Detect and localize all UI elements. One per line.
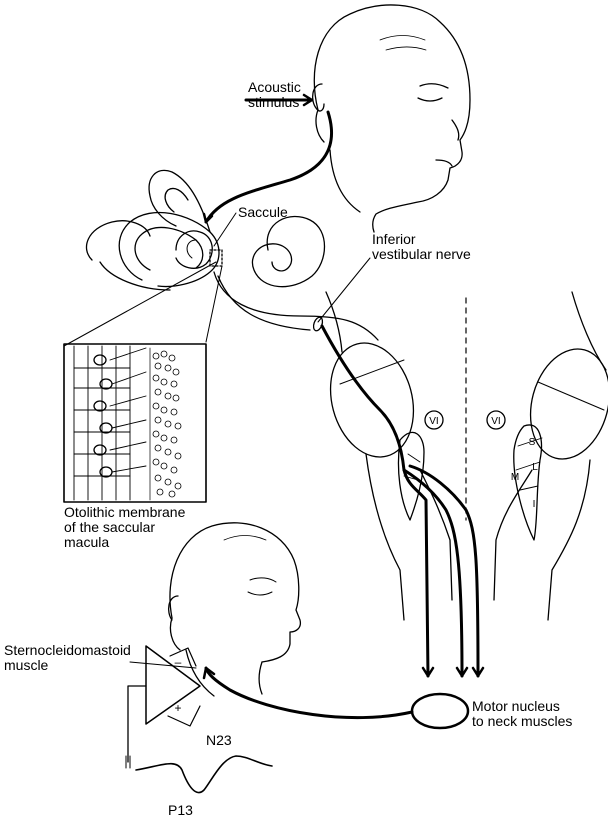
nucleus-i-label: I: [533, 499, 536, 510]
vi-left-label: VI: [429, 416, 438, 427]
inferior-vestibular-nerve-label: Inferior vestibular nerve: [372, 232, 471, 262]
lower-head-illustration: [169, 523, 301, 696]
vestibulospinal-tract-2: [404, 470, 462, 676]
otolithic-inset: [64, 344, 206, 502]
amp-minus-label: –: [175, 655, 182, 669]
p13-label: P13: [168, 803, 193, 818]
return-path-line: [206, 668, 412, 718]
n23-label: N23: [206, 733, 232, 748]
sternocleidomastoid-label: Sternocleidomastoid muscle: [4, 643, 131, 673]
vemp-waveform: [136, 756, 272, 793]
vestibulospinal-tract-3: [410, 466, 478, 676]
nucleus-s-label: S: [529, 437, 536, 448]
nucleus-l-label: L: [532, 462, 538, 473]
nucleus-m-label: M: [511, 472, 519, 483]
scm-leader: [130, 662, 196, 668]
saccule-label: Saccule: [238, 205, 288, 220]
zoom-lines: [64, 262, 222, 346]
amplifier-symbol: [128, 646, 200, 762]
saccule-leader: [214, 213, 236, 246]
brainstem-illustration: [318, 292, 608, 620]
upper-head-illustration: [313, 5, 470, 232]
motor-nucleus-label: Motor nucleus to neck muscles: [472, 699, 572, 729]
otolithic-membrane-label: Otolithic membrane of the saccular macul…: [64, 505, 185, 550]
acoustic-stimulus-label: Acoustic stimulus: [248, 80, 301, 110]
motor-nucleus-shape: [412, 694, 468, 728]
nerve-leader: [318, 258, 370, 322]
amp-plus-label: +: [174, 701, 181, 715]
vi-right-label: VI: [491, 416, 500, 427]
